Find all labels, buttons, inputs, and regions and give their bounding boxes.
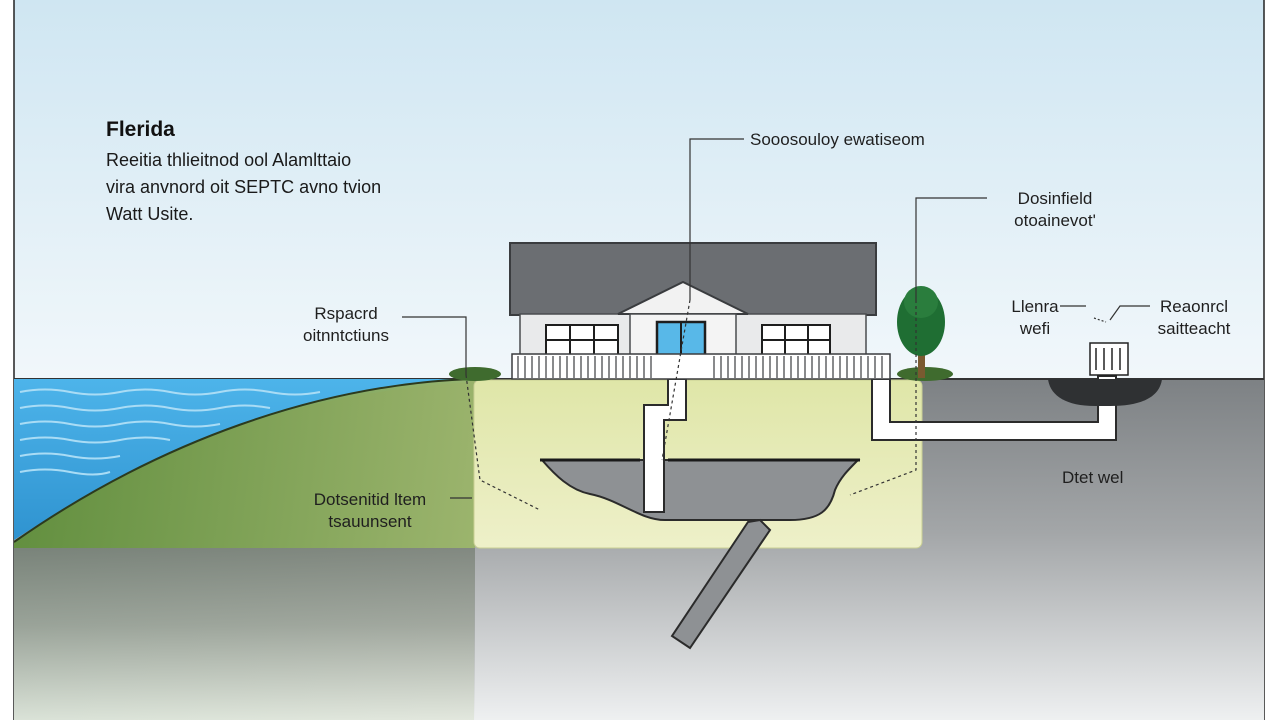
label-right-ground: Dtet wel	[1062, 468, 1124, 487]
label-left-mid: Rspacrd oitnntctiuns	[296, 303, 396, 347]
label-line: tsauunsent	[328, 512, 412, 531]
well-pipe	[871, 375, 1117, 441]
water-waves-icon	[14, 379, 470, 540]
label-top-right: Dosinfield otoainevot'	[990, 188, 1120, 232]
house-icon	[509, 242, 891, 380]
description-line: Reeitia thlieitnod ool Alamlttaio	[106, 150, 352, 170]
inlet-pipe	[643, 378, 687, 513]
label-top-center: Sooosouloy ewatiseom	[750, 130, 925, 149]
well-pit	[1048, 379, 1162, 406]
leader-lines	[402, 138, 1150, 511]
label-line: Dosinfield	[1017, 189, 1093, 208]
description-line: Watt Usite.	[106, 204, 194, 224]
label-line: wefi	[1019, 319, 1051, 338]
diagram-description: Reeitia thlieitnod ool Alamlttaio vira a…	[106, 147, 381, 228]
label-line: oitnntctiuns	[303, 326, 389, 345]
label-line: Llenra	[1011, 297, 1059, 316]
outlet-pipe	[670, 518, 772, 650]
label-right-small: Llenra wefi	[1000, 296, 1070, 340]
diagram-title: Flerida	[106, 118, 175, 141]
label-line: Rspacrd	[314, 304, 378, 323]
label-line: Reaonrcl	[1159, 297, 1229, 316]
label-line: Dotsenitid ltem	[313, 490, 427, 509]
septic-tank	[539, 458, 861, 521]
description-line: vira anvnord oit SEPTC avno tvion	[106, 177, 382, 197]
tree-icon	[897, 286, 945, 378]
label-far-right: Reaonrcl saitteacht	[1148, 296, 1240, 340]
label-line: otoainevot'	[1014, 211, 1096, 230]
well-icon	[1089, 342, 1129, 376]
label-line: saitteacht	[1157, 319, 1231, 338]
label-bottom-left: Dotsenitid ltem tsauunsent	[294, 489, 446, 533]
